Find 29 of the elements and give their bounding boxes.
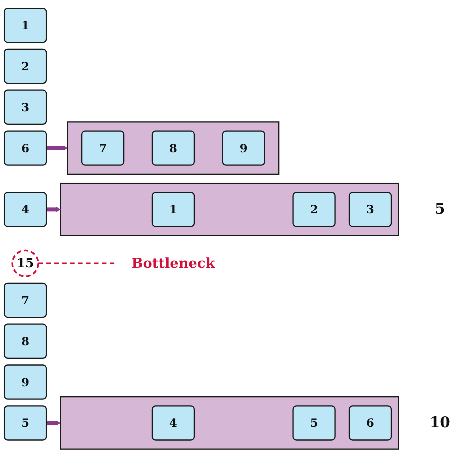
node-box: 8	[4, 324, 48, 360]
node-box: 9	[4, 364, 48, 400]
node-circle: 15	[12, 250, 40, 278]
connector	[38, 262, 115, 265]
arrow	[46, 420, 61, 426]
node-text: Bottleneck	[132, 255, 216, 272]
node-label: 10	[430, 414, 450, 432]
cluster	[60, 396, 400, 450]
node-box: 3	[4, 90, 48, 126]
cluster	[60, 183, 400, 236]
node-box: 7	[4, 282, 48, 318]
node-box: 1	[4, 8, 48, 44]
node-box: 2	[4, 48, 48, 84]
node-box: 4	[152, 406, 196, 441]
node-box: 7	[82, 130, 125, 166]
node-box: 8	[152, 130, 196, 166]
node-box: 6	[4, 130, 48, 166]
node-box: 5	[4, 406, 48, 441]
node-box: 9	[222, 130, 266, 166]
node-box: 3	[348, 192, 392, 228]
arrow	[46, 146, 68, 151]
arrow	[46, 207, 61, 212]
node-box: 5	[292, 406, 336, 441]
node-box: 4	[4, 192, 48, 228]
node-box: 6	[348, 406, 392, 441]
node-label: 5	[434, 200, 446, 218]
node-box: 2	[292, 192, 336, 228]
cluster	[67, 122, 280, 176]
node-box: 1	[152, 192, 196, 228]
